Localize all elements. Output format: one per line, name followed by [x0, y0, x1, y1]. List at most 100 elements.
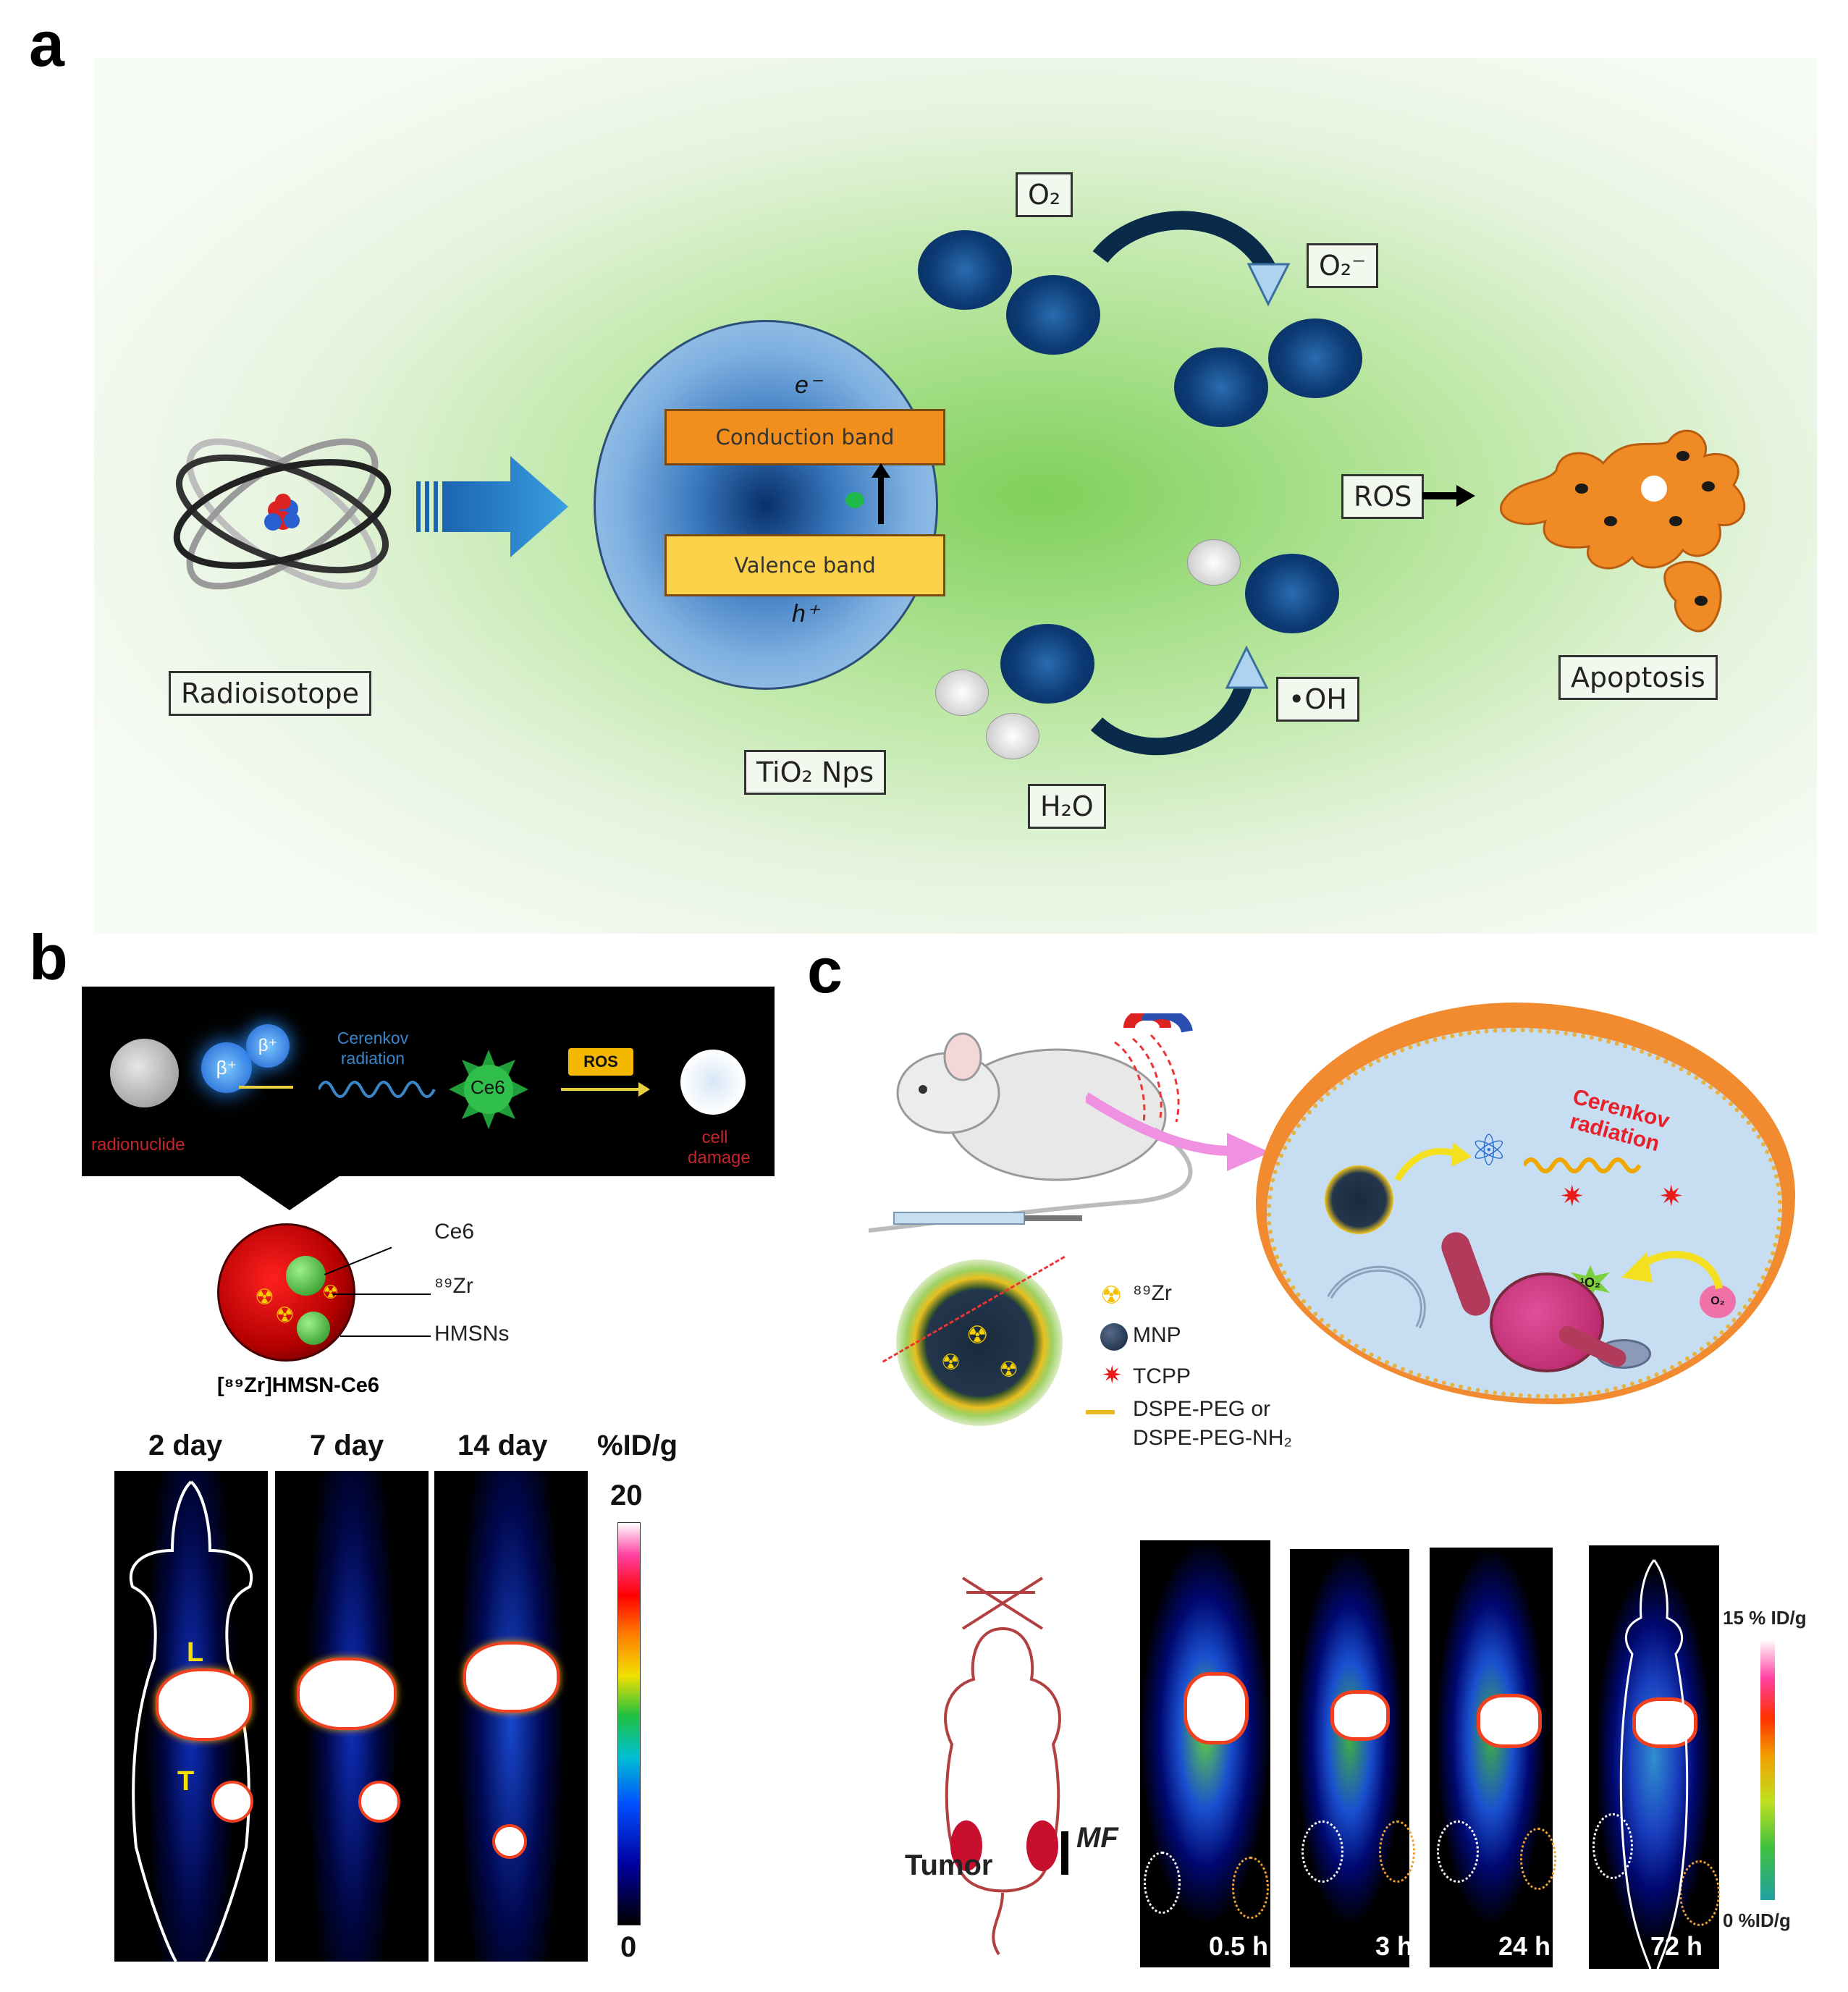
o2-molecule — [918, 230, 1012, 310]
yellow-arrow-icon — [1621, 1251, 1723, 1290]
day-label: 14 day — [457, 1430, 548, 1461]
day-label: 7 day — [310, 1430, 384, 1461]
ce6-sphere — [297, 1312, 330, 1345]
superoxide-molecule — [1174, 347, 1268, 427]
tumor-circle — [1437, 1820, 1479, 1883]
tio2-label: TiO₂ Nps — [744, 750, 887, 795]
apoptotic-cell-icon — [1499, 429, 1746, 633]
mouse-schematic — [944, 1577, 1068, 1956]
radionuclide-icon — [110, 1039, 179, 1107]
leader-line — [333, 1293, 431, 1295]
scale-min-label: 0 — [620, 1931, 637, 1963]
hole-label: h⁺ — [792, 600, 819, 628]
panel-a-label: a — [29, 8, 64, 80]
radionuclide-label: radionuclide — [91, 1135, 185, 1155]
mnp-nanoparticle — [896, 1259, 1063, 1426]
excitation-arrow-icon — [878, 470, 884, 524]
zr89-legend-icon: ☢ — [1100, 1282, 1123, 1309]
o2-molecule — [1006, 275, 1100, 355]
cerenkov-wave-icon — [318, 1081, 436, 1098]
arrow-icon — [239, 1086, 293, 1089]
hydrogen-atom — [935, 670, 989, 716]
ce6-star-icon — [449, 1050, 528, 1129]
time-label: 24 h — [1498, 1931, 1551, 1961]
yellow-arrow-icon — [1394, 1142, 1472, 1182]
water-molecule — [1000, 624, 1094, 704]
mouse-outline — [1619, 1559, 1689, 1969]
hydrogen-atom — [1187, 539, 1241, 586]
pet-image-day14 — [434, 1471, 588, 1962]
excited-electron-dot — [845, 492, 864, 508]
tumor-circle — [1520, 1828, 1556, 1890]
radioisotope-label: Radioisotope — [169, 671, 372, 716]
o2-cell-icon: O₂ — [1700, 1285, 1736, 1318]
mouse-outline — [129, 1480, 253, 1962]
radiation-symbol-icon: ☢ — [255, 1286, 274, 1309]
mf-label: MF — [1076, 1822, 1118, 1854]
cell-nanoparticle — [1325, 1165, 1393, 1234]
zr89-label: ⁸⁹Zr — [434, 1274, 473, 1298]
liver-signal — [297, 1658, 397, 1730]
cerenkov-wave-icon — [1524, 1157, 1642, 1173]
tumor-signal — [492, 1824, 527, 1859]
arrow-icon — [561, 1088, 641, 1091]
scale-max-label-c: 15 % ID/g — [1723, 1607, 1807, 1629]
hydroxyl-label: •OH — [1276, 677, 1359, 722]
scale-max-label: 20 — [610, 1480, 643, 1511]
ros-badge: ROS — [568, 1048, 633, 1076]
hydrogen-atom — [986, 713, 1039, 759]
o2-label: O₂ — [1016, 172, 1073, 217]
hydroxyl-molecule — [1245, 554, 1339, 633]
colorbar-c — [1760, 1639, 1775, 1900]
ce6-sphere — [286, 1256, 326, 1296]
tio2-nanoparticle — [594, 320, 938, 690]
peg-legend-icon — [1086, 1410, 1115, 1414]
liver-signal — [1330, 1690, 1390, 1741]
positron-icon: β⁺ — [201, 1042, 252, 1093]
tumor-marker: T — [177, 1766, 195, 1797]
radioisotope-atom-icon — [173, 438, 392, 590]
liver-marker: L — [187, 1637, 204, 1668]
radiation-symbol-icon: ☢ — [999, 1358, 1018, 1382]
ce6-node-label: Ce6 — [471, 1076, 505, 1098]
electron-label: e⁻ — [795, 371, 822, 399]
injection-arrow-icon — [1086, 1092, 1270, 1171]
radiation-symbol-icon: ☢ — [275, 1304, 295, 1328]
tcpp-legend-icon: ✷ — [1102, 1362, 1123, 1389]
day-label: 2 day — [148, 1430, 223, 1461]
pet-image-24h — [1430, 1548, 1553, 1967]
atom-icon: ⚛ — [1469, 1126, 1509, 1175]
panel-c-label: c — [807, 934, 843, 1006]
legend-mnp: MNP — [1133, 1323, 1181, 1347]
tumor-circle — [1232, 1857, 1269, 1919]
curved-arrow-icon — [1090, 645, 1269, 756]
valence-band: Valence band — [664, 534, 945, 596]
ros-arrow-head — [1456, 485, 1475, 507]
tcpp-icon: ✷ — [1659, 1181, 1684, 1212]
legend-peg-nh2: DSPE-PEG-NH₂ — [1133, 1426, 1293, 1450]
mechanism-banner — [82, 987, 775, 1176]
ros-label: ROS — [1341, 474, 1425, 519]
legend-tcpp: TCPP — [1133, 1364, 1191, 1388]
particle-name: [⁸⁹Zr]HMSN-Ce6 — [217, 1374, 380, 1397]
leader-line — [340, 1335, 431, 1337]
mouse-illustration — [868, 1013, 1193, 1233]
mnp-legend-icon — [1100, 1323, 1128, 1351]
scale-min-label-c: 0 %ID/g — [1723, 1909, 1791, 1931]
liver-signal — [1184, 1672, 1249, 1744]
pet-image-3h — [1290, 1549, 1409, 1967]
liver-signal — [156, 1668, 252, 1741]
time-label: 72 h — [1650, 1931, 1703, 1961]
ros-arrow-icon — [1422, 492, 1459, 499]
tumor-circle — [1144, 1852, 1181, 1914]
tumor-label: Tumor — [905, 1849, 993, 1881]
damaged-cell-icon — [680, 1050, 746, 1115]
ros-arrow-head — [638, 1082, 650, 1097]
right-arrow-icon — [416, 456, 568, 557]
banner-pointer — [239, 1176, 340, 1210]
curved-arrow-icon — [1092, 211, 1291, 307]
time-label: 0.5 h — [1209, 1931, 1269, 1961]
colorbar-b — [617, 1522, 641, 1925]
conduction-band: Conduction band — [664, 409, 945, 465]
tumor-circle — [1301, 1820, 1343, 1883]
